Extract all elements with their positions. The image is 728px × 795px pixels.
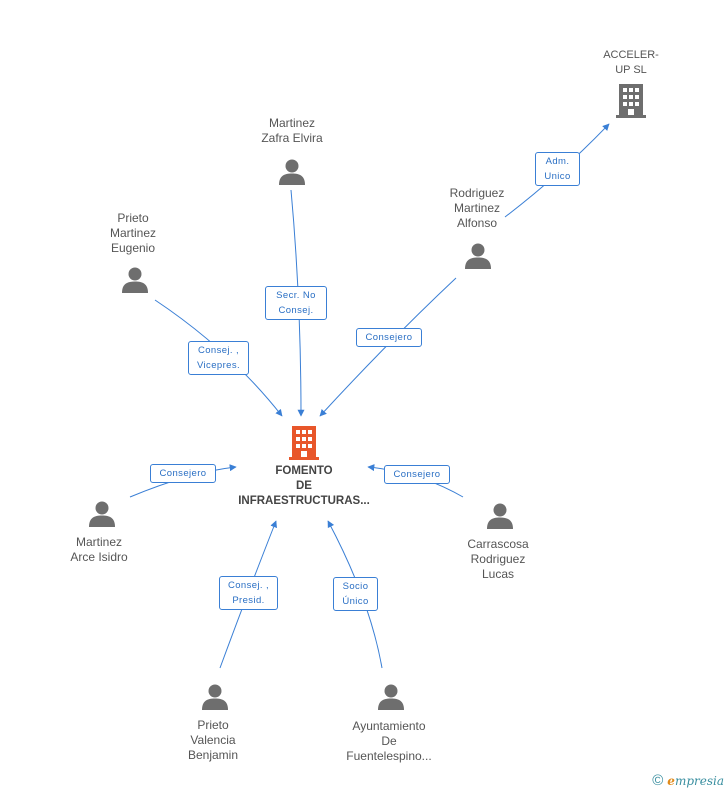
brand-logo[interactable]: empresia: [667, 773, 724, 788]
center-company-label[interactable]: FOMENTO DE INFRAESTRUCTURAS...: [238, 465, 370, 507]
person-icon[interactable]: [122, 267, 148, 294]
person-label-prieto-martinez[interactable]: Prieto Martinez Eugenio: [109, 211, 156, 255]
building-icon[interactable]: [289, 426, 319, 460]
edge-label-zafra: Secr. No Consej.: [265, 286, 327, 320]
copyright-icon: ©: [652, 772, 664, 789]
person-icon[interactable]: [378, 684, 404, 711]
person-label-zafra[interactable]: Martinez Zafra Elvira: [261, 116, 323, 145]
person-label-valencia[interactable]: Prieto Valencia Benjamin: [187, 718, 239, 762]
person-label-ayuntamiento[interactable]: Ayuntamiento De Fuentelespino...: [346, 719, 432, 763]
person-label-carrascosa[interactable]: Carrascosa Rodriguez Lucas: [467, 537, 529, 581]
footer-brand[interactable]: © empresia: [652, 772, 724, 789]
edge-label-valencia: Consej. , Presid.: [219, 576, 278, 610]
edge-label-rodriguez: Consejero: [356, 328, 422, 347]
person-label-rodriguez[interactable]: Rodriguez Martinez Alfonso: [449, 186, 505, 230]
edge-label-acceler: Adm. Unico: [535, 152, 580, 186]
person-icon[interactable]: [202, 684, 228, 711]
person-icon[interactable]: [279, 159, 305, 186]
edge-label-carrascosa: Consejero: [384, 465, 450, 484]
building-icon[interactable]: [616, 84, 646, 118]
person-label-arce[interactable]: Martinez Arce Isidro: [70, 535, 128, 564]
person-icon[interactable]: [487, 503, 513, 530]
edge-label-prieto-martinez: Consej. , Vicepres.: [188, 341, 249, 375]
edge-line-rodriguez: [319, 277, 457, 417]
person-icon[interactable]: [89, 501, 115, 528]
company-label-acceler[interactable]: ACCELER- UP SL: [603, 49, 659, 76]
edge-label-arce: Consejero: [150, 464, 216, 483]
edge-label-ayuntamiento: Socio Único: [333, 577, 378, 611]
person-icon[interactable]: [465, 243, 491, 270]
